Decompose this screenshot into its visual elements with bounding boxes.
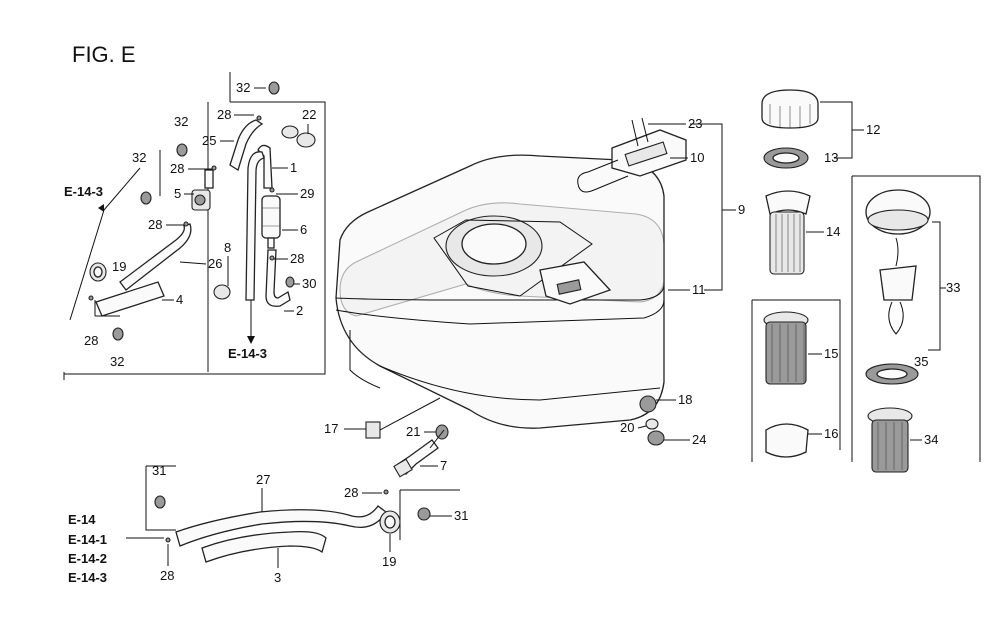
callout-9: 9 [738,202,745,217]
callout-15: 15 [824,346,838,361]
callout-5: 5 [174,186,181,201]
callout-28: 28 [290,251,304,266]
fuel-tank [335,154,665,429]
callout-28: 28 [217,107,231,122]
callout-35: 35 [914,354,928,369]
callout-34: 34 [924,432,938,447]
collar-19-left [89,262,107,282]
callout-18: 18 [678,392,692,407]
callout-21: 21 [406,424,420,439]
fuel-hose-1 [257,144,273,189]
callout-26: 26 [208,256,222,271]
callout-1: 1 [290,160,297,175]
callout-4: 4 [176,292,183,307]
clip-32-top [268,81,280,95]
clamp-22 [281,125,316,148]
callout-32: 32 [174,114,188,129]
cap-gasket-13 [763,147,809,169]
callout-8: 8 [224,240,231,255]
callout-25: 25 [202,133,216,148]
fuel-cap-12 [761,89,819,129]
callout-28: 28 [148,217,162,232]
fuel-line-long [245,151,265,301]
fuel-hose-25 [229,119,264,171]
gasket-35 [865,363,919,385]
fuel-filter-6 [261,195,281,249]
callout-22: 22 [302,107,316,122]
ref-e-14-2[interactable]: E-14-2 [68,551,107,566]
callout-28: 28 [344,485,358,500]
bands-28-29 [88,115,275,301]
callout-20: 20 [620,420,634,435]
clip-31-right [417,507,431,521]
ref-e-14[interactable]: E-14 [68,512,96,527]
clip-28-bottom [165,489,389,543]
fuel-hose-26 [119,223,192,291]
fuel-hose-2 [265,249,291,307]
clip-32-c [140,191,152,205]
bolt-17 [365,397,441,439]
callout-24: 24 [692,432,706,447]
fuel-gauge-10 [577,129,687,193]
callout-27: 27 [256,472,270,487]
callout-7: 7 [440,458,447,473]
callout-33: 33 [946,280,960,295]
clip-31-left [154,495,166,509]
ref-e-14-3[interactable]: E-14-3 [68,570,107,585]
fuel-valve-5 [191,169,214,211]
callout-6: 6 [300,222,307,237]
callout-32: 32 [110,354,124,369]
callout-28: 28 [160,568,174,583]
callout-31: 31 [454,508,468,523]
callout-31: 31 [152,463,166,478]
callout-14: 14 [826,224,840,239]
callout-19: 19 [382,554,396,569]
callout-28: 28 [170,161,184,176]
callout-12: 12 [866,122,880,137]
clip-32-d [112,327,124,341]
fuel-line-group-box [63,72,326,380]
callout-17: 17 [324,421,338,436]
callout-29: 29 [300,186,314,201]
bracket-12-13 [820,101,864,159]
fuel-hose-4 [95,281,165,317]
callout-32: 32 [132,150,146,165]
callout-2: 2 [296,303,303,318]
ref-e-14-3[interactable]: E-14-3 [228,346,267,361]
fuel-cap-33 [865,189,931,335]
strainer-34 [867,407,913,473]
fuel-joint-7 [393,439,439,478]
callout-30: 30 [302,276,316,291]
ref-e-14-3[interactable]: E-14-3 [64,184,103,199]
bracket-9 [670,123,736,291]
callout-28: 28 [84,333,98,348]
collar-16 [765,423,809,458]
clamp-8 [213,284,231,300]
callout-10: 10 [690,150,704,165]
washer-20 [645,418,659,430]
callout-11: 11 [692,282,706,297]
washer-24 [647,430,665,446]
ref-e-14-1[interactable]: E-14-1 [68,532,107,547]
callout-3: 3 [274,570,281,585]
fuel-hose-3 [201,530,327,563]
bolt-18 [639,395,657,413]
clip-30 [285,276,295,288]
collar-19-bottom [379,510,401,534]
figure-title: FIG. E [72,42,136,67]
callout-19: 19 [112,259,126,274]
clip-32-b [176,143,188,157]
callout-32: 32 [236,80,250,95]
callout-13: 13 [824,150,838,165]
strainer-15 [763,311,809,385]
strainer-14 [765,190,811,275]
screws-23 [631,117,649,147]
callout-23: 23 [688,116,702,131]
callout-16: 16 [824,426,838,441]
